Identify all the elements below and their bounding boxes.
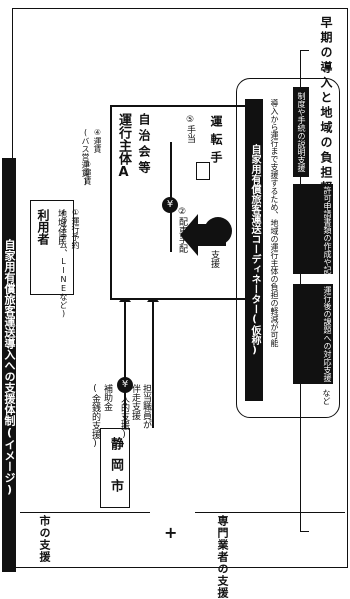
expert-item-3: 運行後の課題への対応支援 — [293, 284, 333, 384]
expert-box: 自家用有償旅客運送コーディネーター(仮称) 導入から運行まで支援するため、地域の… — [236, 78, 340, 418]
subsidy-label-1: 補助金 — [102, 384, 112, 411]
support-label: 支援 — [209, 250, 219, 268]
support-arrowhead — [180, 214, 198, 256]
fee-label: ⑤手当 — [185, 115, 195, 143]
user-box: 利用者 地域住民 — [30, 200, 74, 295]
staff-label-2: 伴走支援 — [130, 384, 140, 420]
staff-label-3: (人的支援) — [119, 384, 129, 440]
user-box-title: 利用者 — [36, 209, 50, 245]
car-icon — [196, 162, 210, 180]
expert-item-1: 制度や手続の説明支援 — [293, 87, 309, 177]
expert-box-title: 自家用有償旅客運送コーディネーター(仮称) — [245, 99, 263, 401]
operator-group: 自治会等 — [137, 113, 151, 177]
request-label-2: (バス営運賃) — [81, 128, 90, 186]
operator-title: 運行主体A — [116, 113, 131, 180]
heading-expert-support: 専門業者の支援 — [216, 515, 229, 599]
heading-city-support: 市の支援 — [38, 515, 51, 563]
city-box: 静岡市 — [100, 428, 130, 508]
yen-coin-icon: ¥ — [117, 377, 133, 393]
operator-box: 運行主体A 自治会等 ②配車手配 ⑤手当 ¥ 運転手 — [110, 105, 260, 300]
yen-coin-icon: ¥ — [162, 197, 178, 213]
fare-label: ③運賃 — [83, 160, 92, 185]
staff-label-1: 担当職員が — [141, 384, 151, 429]
support-arrow-shaft — [196, 224, 226, 246]
reserve-label-2: (システム、LINEなど) — [59, 208, 68, 318]
expert-item-2: 許可申請書類の作成や記録管理の支援 — [293, 184, 333, 322]
request-label-1: ④運賃 — [93, 128, 102, 153]
expert-item-extra: など — [322, 389, 331, 405]
user-box-subtitle: 地域住民 — [56, 209, 66, 245]
subsidy-label-2: (金銭的支援) — [90, 384, 100, 449]
driver-label: 運転手 — [209, 115, 223, 169]
staff-arrow — [152, 300, 154, 428]
diagram-title: 自家用有償旅客運送導入への支援体制(イメージ) — [2, 158, 16, 572]
expert-box-subtitle: 導入から運行まで支援するため、地域の運行主体の負担の軽減が可能 — [270, 99, 279, 347]
subsidy-arrow — [124, 300, 126, 428]
brace-city — [20, 512, 150, 513]
brace-expert — [195, 512, 345, 513]
plus-sign: + — [164, 523, 178, 542]
reserve-label-1: ①運行予約 — [71, 208, 80, 249]
